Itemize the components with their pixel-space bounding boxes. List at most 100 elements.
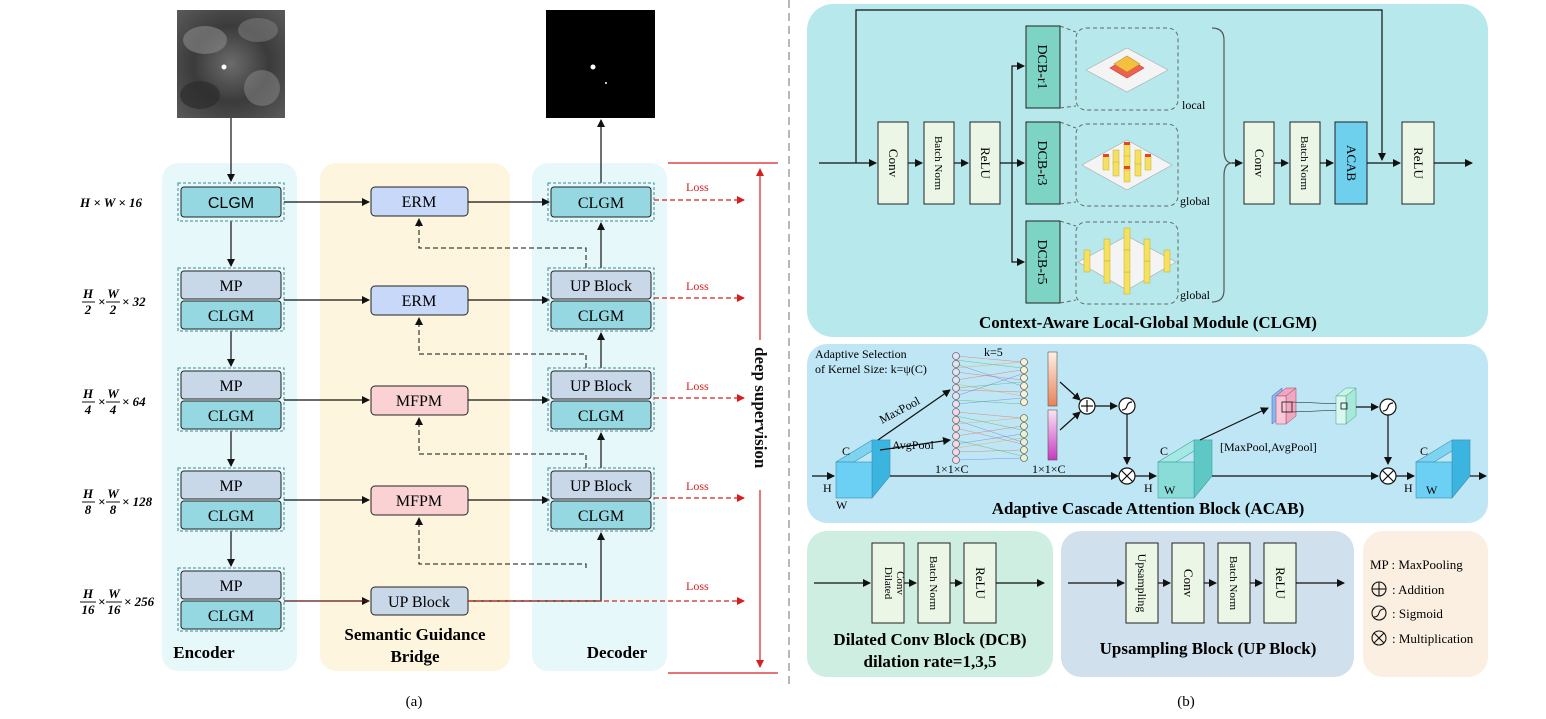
- svg-text:4: 4: [84, 402, 92, 417]
- deep-supervision: deep supervision: [668, 162, 778, 674]
- kernel-r3: [1081, 139, 1173, 191]
- svg-text:DCB-r5: DCB-r5: [1034, 239, 1049, 284]
- clgm-bn: Batch Norm: [923, 121, 955, 205]
- multiplication-icon: [1371, 630, 1387, 646]
- output-mask: [546, 10, 655, 118]
- encoder-clgm-block: [180, 600, 282, 630]
- svg-text:×: ×: [98, 394, 105, 409]
- svg-text:× 128: × 128: [122, 494, 153, 509]
- decoder-level-2: UP Block CLGM: [547, 267, 655, 332]
- svg-text:H: H: [82, 486, 94, 501]
- encoder-level-3: MP CLGM: [177, 367, 285, 432]
- label-global: global: [1180, 194, 1211, 208]
- acab-dim-label-2: 1×1×C: [1032, 462, 1066, 476]
- svg-text:16: 16: [82, 602, 96, 617]
- sigmoid-icon: [1371, 605, 1387, 621]
- input-image: [177, 10, 285, 118]
- svg-text:C: C: [1160, 444, 1168, 458]
- svg-text:H: H: [82, 386, 94, 401]
- svg-text:2: 2: [109, 302, 117, 317]
- svg-text:DCB-r3: DCB-r3: [1034, 140, 1049, 185]
- acab-title: Adaptive Cascade Attention Block (ACAB): [992, 499, 1305, 518]
- bridge-upblock: UP Block: [370, 586, 469, 616]
- legend-mp: MP : MaxPooling: [1370, 557, 1463, 572]
- legend-mul: : Multiplication: [1392, 631, 1474, 646]
- svg-text:ReLU: ReLU: [1411, 147, 1426, 179]
- dcb-r1: DCB-r1: [1025, 25, 1061, 109]
- encoder-clgm-label: CLGM: [208, 508, 254, 525]
- svg-text:W: W: [107, 486, 120, 501]
- svg-text:W: W: [1164, 483, 1176, 497]
- dcb-r3: DCB-r3: [1025, 121, 1061, 205]
- encoder-mp-block: [180, 470, 282, 500]
- encoder-clgm-block: [180, 500, 282, 530]
- conv1d-top: [952, 352, 1028, 408]
- panel-b: Conv Batch Norm ReLU DCB-r1 DCB-r3 DCB-r…: [807, 4, 1488, 710]
- svg-text:× 64: × 64: [122, 394, 146, 409]
- loss-label: Loss: [686, 180, 709, 194]
- acab-selection-label-2: of Kernel Size: k=ψ(C): [815, 362, 927, 376]
- svg-text:W: W: [836, 498, 848, 512]
- svg-text:H: H: [1144, 481, 1153, 495]
- svg-text:MFPM: MFPM: [396, 393, 442, 410]
- svg-text:×: ×: [98, 494, 105, 509]
- clgm-title: Context-Aware Local-Global Module (CLGM): [979, 313, 1317, 332]
- loss-label: Loss: [686, 279, 709, 293]
- svg-text:H: H: [82, 286, 94, 301]
- bridge-label-2: Bridge: [390, 647, 440, 666]
- up-conv: Conv: [1171, 542, 1205, 624]
- encoder-level-1: CLGM: [177, 182, 285, 222]
- encoder-clgm-label: CLGM: [208, 195, 254, 212]
- svg-text:Batch Norm: Batch Norm: [932, 136, 944, 191]
- dim-level-4: H 8 × W 8 × 128: [82, 486, 153, 517]
- loss-label: Loss: [686, 379, 709, 393]
- encoder-mp-label: MP: [219, 278, 242, 295]
- acab-dim-label: 1×1×C: [935, 462, 969, 476]
- svg-text:H: H: [1404, 481, 1413, 495]
- svg-text:Conv: Conv: [1181, 569, 1196, 598]
- legend-panel: [1363, 531, 1488, 677]
- svg-text:ReLU: ReLU: [973, 567, 988, 599]
- acab-output-cube: C H W: [1404, 439, 1472, 499]
- acab-middle-cube: C H W: [1144, 439, 1214, 499]
- svg-text:deep supervision: deep supervision: [751, 347, 770, 469]
- encoder-mp-label: MP: [219, 478, 242, 495]
- svg-text:C: C: [1420, 444, 1428, 458]
- bridge-erm-2: ERM: [370, 285, 469, 316]
- svg-text:2: 2: [84, 302, 92, 317]
- svg-text:CLGM: CLGM: [578, 195, 624, 212]
- encoder-mp-label: MP: [219, 378, 242, 395]
- loss-arrows: [468, 196, 745, 605]
- encoder-level-4: MP CLGM: [177, 467, 285, 532]
- svg-text:W: W: [1426, 483, 1438, 497]
- clgm-relu: ReLU: [969, 121, 1001, 205]
- caption-b: (b): [1177, 694, 1195, 710]
- addition-icon: [1078, 397, 1096, 415]
- svg-text:Conv: Conv: [1252, 149, 1267, 178]
- dcb-dilated-conv: Dilated Conv: [871, 542, 906, 624]
- sigmoid-icon: [1379, 398, 1397, 416]
- svg-text:Batch Norm: Batch Norm: [927, 556, 939, 611]
- svg-text:ACAB: ACAB: [1344, 145, 1359, 181]
- acab-input-cube: C H W: [823, 439, 892, 512]
- clgm-conv: Conv: [877, 121, 909, 205]
- caption-a: (a): [406, 694, 423, 710]
- vector-avgpool: [1047, 409, 1058, 461]
- encoder-label: Encoder: [173, 643, 235, 662]
- svg-text:Batch Norm: Batch Norm: [1298, 136, 1310, 191]
- svg-text:8: 8: [85, 502, 92, 517]
- svg-text:AvgPool: AvgPool: [892, 438, 934, 452]
- svg-text:Conv: Conv: [894, 571, 906, 595]
- decoder-level-3: UP Block CLGM: [547, 367, 655, 432]
- svg-text:4: 4: [109, 402, 117, 417]
- bridge-label: Semantic Guidance: [344, 625, 486, 644]
- svg-text:UP Block: UP Block: [570, 278, 632, 295]
- clgm-relu-2: ReLU: [1401, 121, 1435, 205]
- label-local: local: [1182, 98, 1206, 112]
- bridge-mfpm-1: MFPM: [370, 385, 469, 416]
- label-global-2: global: [1180, 288, 1211, 302]
- clgm-acab: ACAB: [1334, 121, 1368, 205]
- dcb-bn: Batch Norm: [917, 542, 951, 624]
- svg-text:Upsampling: Upsampling: [1135, 554, 1149, 613]
